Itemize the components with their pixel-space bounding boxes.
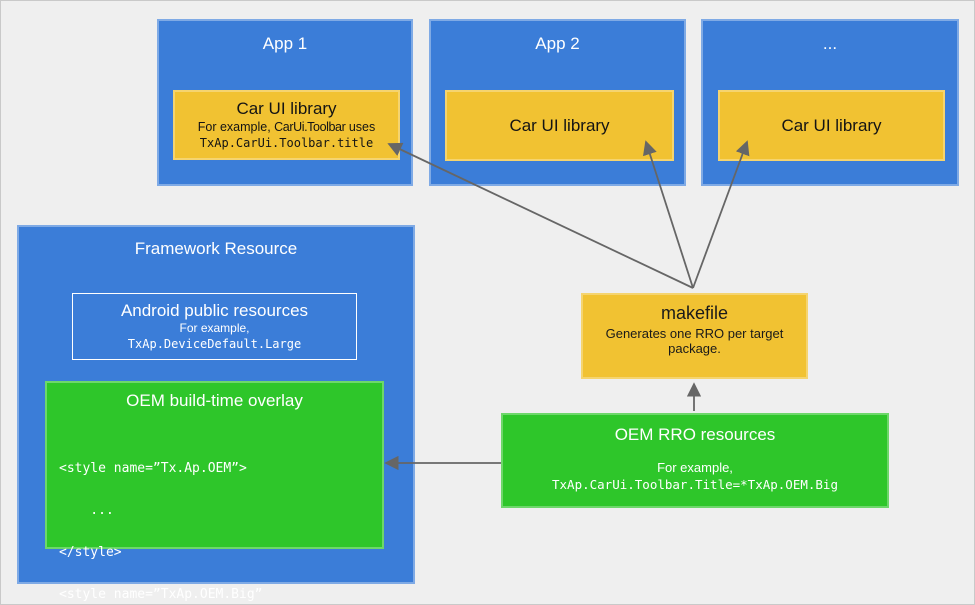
- app1-box: App 1 Car UI library For example, CarUi.…: [157, 19, 413, 186]
- car-ui-library-example-code: TxAp.CarUi.Toolbar.title: [199, 136, 374, 150]
- car-ui-library-example-line: For example, CarUi.Toolbar uses: [197, 120, 376, 134]
- android-public-resources-example-code: TxAp.DeviceDefault.Large: [127, 337, 302, 351]
- app1-title: App 1: [262, 34, 308, 53]
- makefile-box: makefile Generates one RRO per target pa…: [581, 293, 808, 379]
- oem-rro-example-code: TxAp.CarUi.Toolbar.Title=*TxAp.OEM.Big: [552, 477, 838, 492]
- car-ui-library-title: Car UI library: [509, 115, 610, 135]
- oem-rro-resources-box: OEM RRO resources For example, TxAp.CarU…: [501, 413, 889, 508]
- oem-build-time-overlay-box: OEM build-time overlay <style name=”Tx.A…: [45, 381, 384, 602]
- car-ui-library-title: Car UI library: [781, 115, 882, 135]
- app3-box: ... Car UI library: [701, 19, 959, 186]
- oem-rro-example-label: For example,: [657, 460, 733, 475]
- app2-car-ui-library-box: Car UI library: [445, 90, 674, 161]
- code-line: <style name=”TxAp.OEM.Big”: [59, 587, 263, 602]
- oem-rro-resources-title: OEM RRO resources: [614, 425, 776, 444]
- car-ui-library-title: Car UI library: [236, 99, 337, 118]
- framework-resource-title: Framework Resource: [134, 239, 298, 258]
- makefile-title: makefile: [660, 303, 729, 323]
- android-public-resources-title: Android public resources: [120, 301, 309, 320]
- makefile-subtitle: Generates one RRO per target package.: [605, 326, 784, 356]
- app2-box: App 2 Car UI library: [429, 19, 686, 186]
- android-public-resources-example-label: For example,: [179, 321, 250, 335]
- app3-title: ...: [822, 34, 838, 53]
- app2-title: App 2: [535, 34, 580, 53]
- oem-overlay-code-block: <style name=”Tx.Ap.OEM”> ... </style> <s…: [59, 434, 263, 604]
- code-line: <style name=”Tx.Ap.OEM”>: [59, 461, 247, 476]
- android-public-resources-box: Android public resources For example, Tx…: [72, 293, 357, 360]
- code-line: </style>: [59, 545, 122, 560]
- code-line: ...: [59, 503, 114, 518]
- framework-resource-box: Framework Resource Android public resour…: [17, 225, 415, 602]
- oem-build-time-overlay-title: OEM build-time overlay: [126, 391, 303, 410]
- app1-car-ui-library-box: Car UI library For example, CarUi.Toolba…: [173, 90, 400, 160]
- app3-car-ui-library-box: Car UI library: [718, 90, 945, 161]
